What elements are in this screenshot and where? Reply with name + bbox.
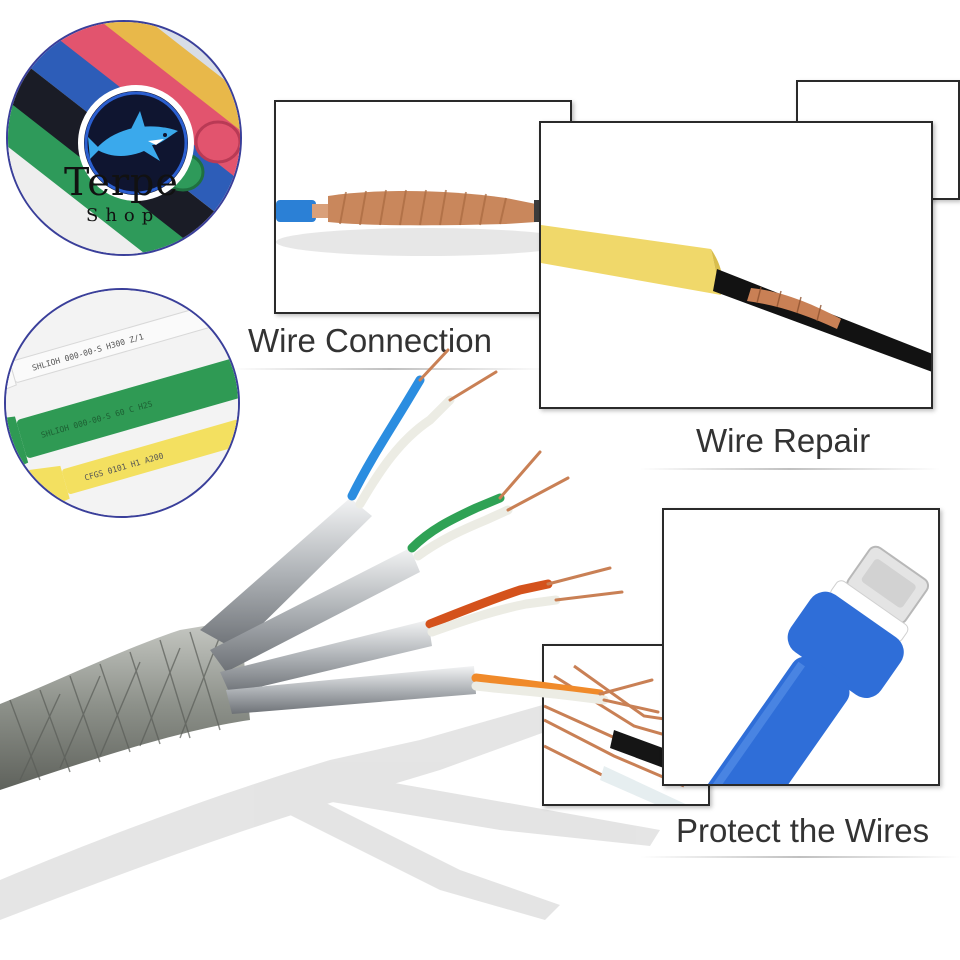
caption-underline (640, 468, 940, 470)
wire-connection-caption: Wire Connection (248, 322, 492, 359)
protect-wires-caption: Protect the Wires (676, 812, 930, 849)
brand-name: Terpe (64, 160, 179, 204)
labeled-tubes-photo: SHLIOH 000-00-S H300 Z/1 SHLIOH 000-00-S… (4, 288, 240, 518)
protect-wires-photo (662, 508, 940, 786)
brand-subtitle: Shop (86, 205, 161, 226)
wire-repair-caption: Wire Repair (696, 422, 871, 459)
shark-icon (78, 85, 194, 201)
wire-connection-photo (274, 100, 572, 314)
wire-repair-photo (539, 121, 933, 409)
caption-underline (640, 856, 960, 858)
caption-underline (230, 368, 550, 370)
